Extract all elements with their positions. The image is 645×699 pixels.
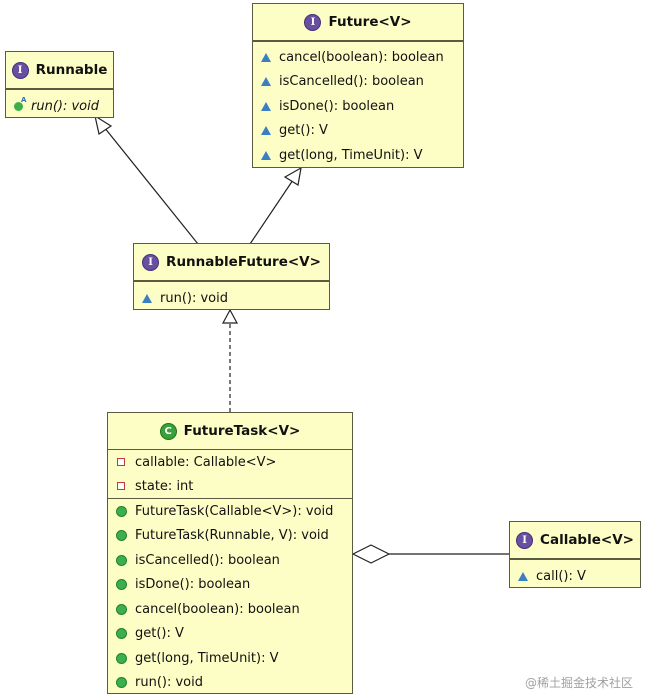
public-method-icon bbox=[116, 505, 127, 517]
member-row: get(long, TimeUnit): V bbox=[253, 143, 463, 168]
member-text: isCancelled(): boolean bbox=[135, 552, 280, 568]
runnablefuture-header: I RunnableFuture<V> bbox=[134, 244, 329, 281]
field-text: callable: Callable<V> bbox=[135, 454, 277, 470]
public-method-icon bbox=[142, 293, 152, 303]
field-row: state: int bbox=[108, 474, 352, 498]
runnablefuture-title: RunnableFuture<V> bbox=[166, 254, 321, 270]
member-row: isCancelled(): boolean bbox=[108, 548, 352, 573]
runnable-box[interactable]: I Runnable run(): void bbox=[5, 51, 114, 118]
private-field-icon bbox=[117, 458, 125, 466]
member-row: get(): V bbox=[253, 119, 463, 144]
attribute-compartment bbox=[6, 89, 113, 93]
compartment-separator bbox=[108, 498, 352, 499]
field-text: state: int bbox=[135, 478, 194, 494]
public-method-icon bbox=[261, 150, 271, 160]
member-text: cancel(boolean): boolean bbox=[279, 49, 444, 65]
public-method-icon bbox=[116, 530, 127, 542]
private-field-icon bbox=[117, 482, 125, 490]
member-row: isDone(): boolean bbox=[253, 94, 463, 119]
public-method-icon bbox=[518, 571, 528, 581]
member-text: isCancelled(): boolean bbox=[279, 74, 424, 90]
member-text: get(long, TimeUnit): V bbox=[279, 147, 423, 163]
public-method-icon bbox=[116, 652, 127, 664]
member-text: isDone(): boolean bbox=[279, 98, 395, 114]
member-text: cancel(boolean): boolean bbox=[135, 601, 300, 617]
futuretask-box[interactable]: C FutureTask<V> callable: Callable<V> st… bbox=[107, 412, 353, 694]
member-row: run(): void bbox=[6, 93, 113, 119]
interface-icon: I bbox=[516, 531, 534, 549]
public-method-icon bbox=[116, 603, 127, 615]
attribute-compartment bbox=[510, 559, 640, 563]
futuretask-title: FutureTask<V> bbox=[183, 423, 301, 439]
edge-aggregation-diamond bbox=[351, 544, 391, 564]
member-row: get(): V bbox=[108, 622, 352, 647]
runnablefuture-box[interactable]: I RunnableFuture<V> run(): void bbox=[133, 243, 330, 310]
callable-header: I Callable<V> bbox=[510, 522, 640, 559]
member-text: run(): void bbox=[160, 290, 228, 306]
public-method-icon bbox=[261, 52, 271, 62]
public-method-icon bbox=[261, 101, 271, 111]
member-row: run(): void bbox=[134, 285, 329, 311]
member-row: cancel(boolean): boolean bbox=[108, 597, 352, 622]
future-title: Future<V> bbox=[328, 14, 412, 30]
member-text: get(): V bbox=[279, 123, 328, 139]
member-text: run(): void bbox=[31, 98, 99, 114]
callable-title: Callable<V> bbox=[540, 532, 634, 548]
interface-icon: I bbox=[11, 61, 29, 79]
future-box[interactable]: I Future<V> cancel(boolean): boolean isC… bbox=[252, 3, 464, 168]
member-text: isDone(): boolean bbox=[135, 577, 251, 593]
public-method-icon bbox=[116, 628, 127, 640]
interface-icon: I bbox=[142, 253, 160, 271]
public-method-icon bbox=[116, 677, 127, 689]
watermark: @稀土掘金技术社区 bbox=[524, 676, 633, 690]
runnable-title: Runnable bbox=[35, 62, 108, 78]
public-method-icon bbox=[261, 77, 271, 87]
attribute-compartment bbox=[253, 41, 463, 45]
edge-runnable-arrowhead bbox=[94, 114, 113, 135]
member-row: get(long, TimeUnit): V bbox=[108, 646, 352, 671]
member-text: FutureTask(Callable<V>): void bbox=[135, 503, 334, 519]
public-method-icon bbox=[116, 554, 127, 566]
edge-runnablefuture-arrowhead bbox=[221, 308, 239, 324]
member-text: call(): V bbox=[536, 568, 586, 584]
member-row: FutureTask(Runnable, V): void bbox=[108, 524, 352, 549]
public-method-icon bbox=[116, 579, 127, 591]
runnable-header: I Runnable bbox=[6, 52, 113, 89]
member-text: FutureTask(Runnable, V): void bbox=[135, 528, 329, 544]
member-text: run(): void bbox=[135, 675, 203, 691]
callable-box[interactable]: I Callable<V> call(): V bbox=[509, 521, 641, 588]
edge-runnablefuture-extends-future bbox=[249, 179, 294, 245]
field-row: callable: Callable<V> bbox=[108, 450, 352, 474]
member-row: isCancelled(): boolean bbox=[253, 70, 463, 95]
class-icon: C bbox=[159, 422, 177, 440]
abstract-method-icon bbox=[14, 96, 26, 111]
edge-runnablefuture-extends-runnable bbox=[103, 126, 199, 245]
member-row: run(): void bbox=[108, 671, 352, 696]
attribute-compartment bbox=[134, 281, 329, 285]
future-header: I Future<V> bbox=[253, 4, 463, 41]
public-method-icon bbox=[261, 126, 271, 136]
futuretask-header: C FutureTask<V> bbox=[108, 413, 352, 450]
member-text: get(long, TimeUnit): V bbox=[135, 650, 279, 666]
member-row: FutureTask(Callable<V>): void bbox=[108, 499, 352, 524]
edge-future-arrowhead bbox=[283, 166, 302, 186]
member-text: get(): V bbox=[135, 626, 184, 642]
member-row: call(): V bbox=[510, 563, 640, 589]
member-row: isDone(): boolean bbox=[108, 573, 352, 598]
interface-icon: I bbox=[304, 13, 322, 31]
member-row: cancel(boolean): boolean bbox=[253, 45, 463, 70]
